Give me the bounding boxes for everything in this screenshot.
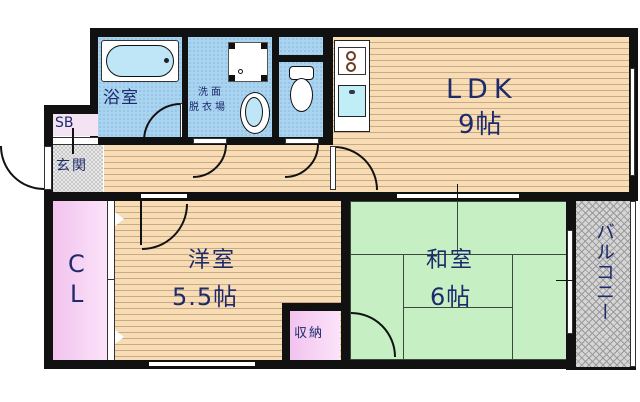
toilet-door-leaf xyxy=(285,138,319,144)
kitchen-counter xyxy=(334,40,370,132)
outer-wall-left-upper xyxy=(90,28,98,143)
entrance-door-leaf xyxy=(44,146,52,190)
sink-icon xyxy=(338,85,366,117)
closet-label-l: L xyxy=(70,280,84,308)
closet-handle-upper xyxy=(115,212,124,226)
storage xyxy=(290,311,340,360)
western-door-leaf xyxy=(140,201,142,245)
western-size: 5.5帖 xyxy=(172,283,239,311)
entrance-divider xyxy=(72,128,74,154)
outer-wall-sb xyxy=(44,105,98,114)
western-label: 洋室 xyxy=(188,248,237,273)
japanese-window-top xyxy=(396,193,520,199)
wash-door-leaf xyxy=(193,138,227,144)
entrance-floor xyxy=(53,145,103,192)
bathtub-icon xyxy=(101,40,179,82)
closet-label-c: C xyxy=(68,250,85,278)
western-window-bottom xyxy=(148,361,256,367)
balcony xyxy=(576,201,630,367)
balcony-rail xyxy=(630,201,636,367)
window-tick xyxy=(457,184,458,200)
closet xyxy=(53,201,107,360)
middle-wall xyxy=(44,192,638,201)
balcony-label: バルコニー xyxy=(593,222,615,322)
balcony-window[interactable] xyxy=(567,230,573,334)
toilet-tank-wall xyxy=(279,55,323,62)
outer-wall-top xyxy=(90,28,638,37)
washbasin-icon xyxy=(240,92,270,134)
closet-handle-lower xyxy=(115,330,124,344)
wall-bath-wash xyxy=(182,37,188,137)
tatami-2 xyxy=(457,201,568,255)
ldk-door-leaf xyxy=(330,146,336,190)
toilet-icon xyxy=(289,66,314,120)
storage-wall-left xyxy=(282,303,290,363)
ldk-label: LDK xyxy=(446,74,518,105)
shoe-box-label: SB xyxy=(55,115,74,131)
closet-doors[interactable] xyxy=(107,201,115,360)
entrance-label: 玄関 xyxy=(56,158,88,174)
wall-western-japanese xyxy=(341,201,350,363)
ldk-size: 9帖 xyxy=(458,110,503,140)
japanese-label: 和室 xyxy=(426,248,475,273)
washing-machine-icon xyxy=(228,42,268,82)
western-door-top xyxy=(140,193,188,199)
outer-wall-left-lower xyxy=(44,192,53,369)
tatami-6 xyxy=(512,254,568,360)
outer-wall-bottom xyxy=(44,360,576,369)
washroom-label-2: 脱衣場 xyxy=(189,102,228,113)
washroom-label-1: 洗面 xyxy=(198,87,224,98)
japanese-size: 6帖 xyxy=(430,283,472,311)
tatami-5 xyxy=(403,307,513,360)
wall-wash-toilet xyxy=(272,37,279,137)
balcony-tick xyxy=(556,280,584,281)
bath-label: 浴室 xyxy=(103,88,139,108)
sb-shelf-lines xyxy=(53,137,98,145)
tatami-1 xyxy=(350,201,458,255)
storage-label: 収納 xyxy=(294,326,325,341)
storage-wall xyxy=(282,303,342,311)
wall-toilet-kitchen xyxy=(323,37,333,144)
stove-icon xyxy=(338,47,366,75)
ldk-room xyxy=(333,37,629,192)
shoe-box: SB xyxy=(53,114,98,136)
ldk-window-right xyxy=(630,68,635,176)
balcony-rail-bottom xyxy=(566,367,636,370)
